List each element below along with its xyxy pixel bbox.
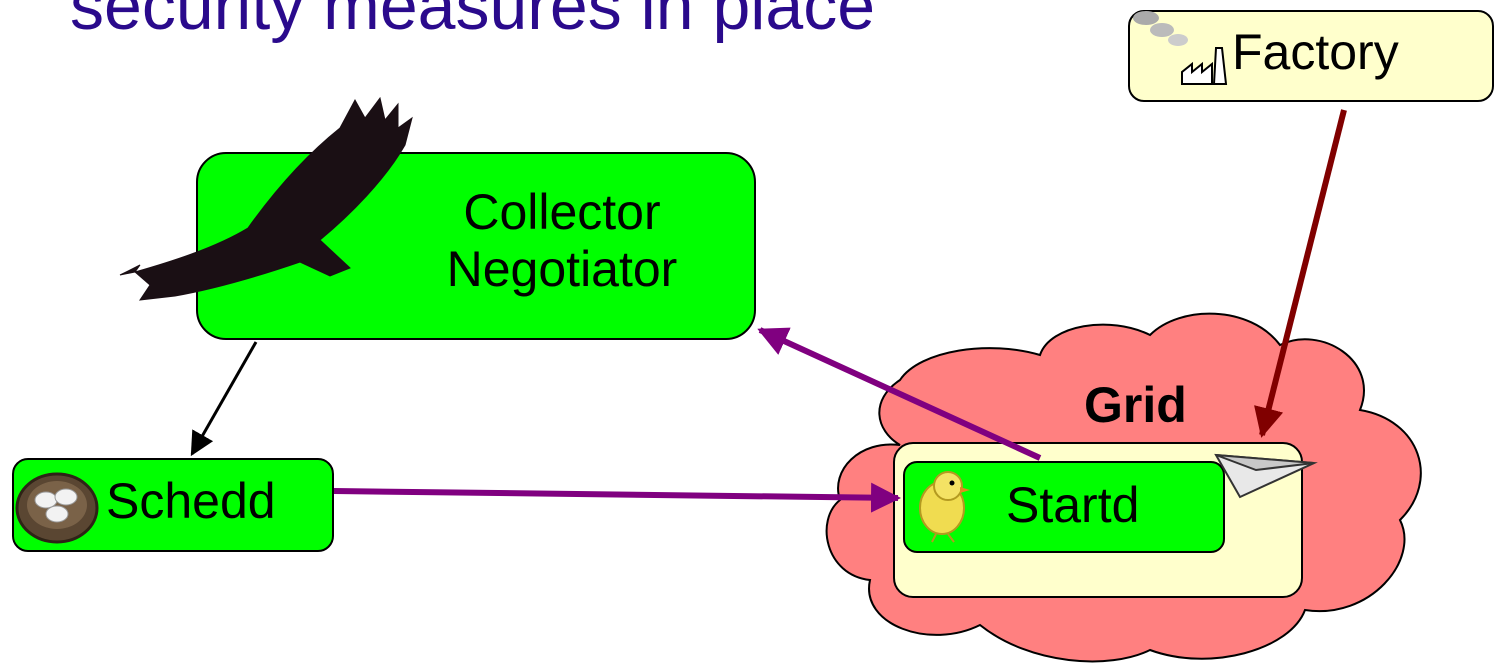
factory-label: Factory xyxy=(1232,24,1399,80)
schedd-label: Schedd xyxy=(106,473,276,529)
nest-eggs-icon xyxy=(15,472,99,544)
schedd-to-startd-arrow xyxy=(333,482,901,513)
grid-label: Grid xyxy=(1084,377,1187,433)
collector-negotiator-label: Collector Negotiator xyxy=(412,184,712,298)
paper-plane-icon xyxy=(1214,453,1318,499)
factory-to-grid-arrow xyxy=(1254,109,1347,438)
vulture-icon xyxy=(119,96,413,301)
collector-label: Collector xyxy=(463,184,661,240)
startd-label: Startd xyxy=(1006,477,1140,533)
page-title: security measures in place xyxy=(70,0,876,44)
smoke-icon xyxy=(1133,11,1188,46)
factory-node xyxy=(1128,10,1494,102)
factory-icon xyxy=(1181,47,1228,85)
collector-to-schedd-arrow xyxy=(190,341,258,457)
negotiator-label: Negotiator xyxy=(446,241,678,297)
startd-to-collector-arrow xyxy=(757,327,1042,461)
chick-icon xyxy=(919,471,970,543)
